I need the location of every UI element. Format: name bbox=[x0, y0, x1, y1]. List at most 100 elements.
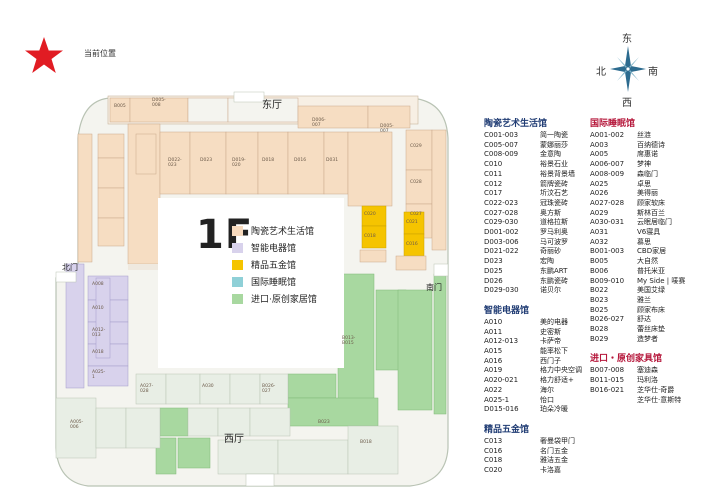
store-name: 罗马利奥 bbox=[540, 228, 568, 237]
east-hall-label: 东厅 bbox=[262, 100, 282, 111]
store-code: C010 bbox=[484, 160, 503, 169]
store-code: B006 bbox=[590, 266, 609, 275]
store-code: B005 bbox=[590, 257, 609, 266]
store-code: A005 bbox=[590, 150, 609, 159]
store-code: A019 bbox=[484, 366, 503, 375]
legend-item: 进口·原创家居馆 bbox=[232, 290, 362, 307]
legend-item: 陶瓷艺术生活馆 bbox=[232, 222, 362, 239]
store-name: 裕景石业 bbox=[540, 160, 568, 169]
store-code: B016-021 bbox=[590, 385, 625, 394]
store-code: A022 bbox=[484, 385, 503, 394]
store-label: A012-013 bbox=[92, 328, 106, 338]
compass-south: 南 bbox=[648, 67, 658, 78]
store-code: C008-009 bbox=[484, 150, 519, 159]
store-name: 梦神 bbox=[637, 160, 651, 169]
store-label: D022-023 bbox=[168, 158, 182, 168]
store-code: A031 bbox=[590, 228, 609, 237]
store-name: 美的电器 bbox=[540, 317, 568, 326]
store-name: 宏陶 bbox=[540, 257, 554, 266]
store-code: A012-013 bbox=[484, 337, 519, 346]
store-name: 东鹏瓷砖 bbox=[540, 276, 568, 285]
directory-row: A003 百纳德诗 bbox=[590, 141, 685, 151]
store-label: B026-027 bbox=[262, 384, 276, 394]
directory-row: D001-002 罗马利奥 bbox=[484, 228, 582, 238]
store-label: A008 bbox=[92, 282, 104, 287]
store-name: My Side | 唛赛 bbox=[637, 276, 686, 285]
store-code: B011-015 bbox=[590, 376, 625, 385]
store-name: 史密斯 bbox=[540, 327, 561, 336]
store-code: A003 bbox=[590, 140, 609, 149]
store-name: 丝涟 bbox=[637, 131, 651, 139]
store-name: 奥方斯 bbox=[540, 208, 561, 217]
store-code: B009-010 bbox=[590, 276, 625, 285]
store-name: 能率松下 bbox=[540, 347, 568, 356]
store-name: 圻汶石艺 bbox=[540, 189, 568, 198]
store-name: 雅洁五金 bbox=[540, 456, 568, 465]
store-label: B013-B015 bbox=[342, 336, 356, 346]
legend: 陶瓷艺术生活馆 智能电器馆 精品五金馆 国际睡眠馆 进口·原创家居馆 bbox=[232, 222, 362, 307]
store-label: D023 bbox=[200, 158, 213, 163]
sleep-title: 国际睡眠馆 bbox=[590, 119, 636, 129]
directory-row: C013 奢曼袋甲门 bbox=[484, 437, 582, 447]
store-name: 雅兰 bbox=[637, 295, 651, 304]
directory-row: A011 史密斯 bbox=[484, 328, 582, 338]
store-name: 裕景背景墙 bbox=[540, 169, 575, 178]
store-code: D001-002 bbox=[484, 228, 519, 237]
store-code: B007-008 bbox=[590, 366, 625, 375]
store-code: C005-007 bbox=[484, 140, 519, 149]
imported-title: 进口・原创家具馆 bbox=[590, 354, 663, 365]
store-code: C022-023 bbox=[484, 198, 519, 207]
compass-north: 北 bbox=[596, 67, 606, 78]
store-code: A008-009 bbox=[590, 169, 625, 178]
store-name: 顾家软床 bbox=[637, 198, 665, 207]
store-code: A027-028 bbox=[590, 198, 625, 207]
store-code: D023 bbox=[484, 257, 503, 266]
store-code: C013 bbox=[484, 436, 503, 445]
store-name: 诺贝尔 bbox=[540, 286, 561, 295]
store-name: 箭牌瓷砖 bbox=[540, 179, 568, 188]
store-code: C001-003 bbox=[484, 131, 519, 139]
store-name: 奢曼袋甲门 bbox=[540, 436, 575, 445]
store-label: A010 bbox=[92, 306, 104, 311]
store-name: 格力舒适+ bbox=[540, 376, 574, 385]
west-hall-label: 西厅 bbox=[224, 434, 244, 445]
store-name: 美得丽 bbox=[637, 189, 658, 198]
compass: 东 北 南 西 bbox=[594, 30, 660, 109]
store-name: 舒达 bbox=[637, 315, 651, 324]
store-name: 造梦者 bbox=[637, 334, 658, 343]
store-label: C020 bbox=[364, 212, 376, 217]
store-code: D029-030 bbox=[484, 286, 519, 295]
store-name: 简一陶瓷 bbox=[540, 131, 568, 139]
store-name: 百纳德诗 bbox=[637, 140, 665, 149]
legend-item: 精品五金馆 bbox=[232, 256, 362, 273]
store-name: 珀朵冷暖 bbox=[540, 405, 568, 414]
store-code: A025 bbox=[590, 179, 609, 188]
store-name: 道格拉斯 bbox=[540, 218, 568, 227]
store-label: D005-007 bbox=[380, 124, 394, 134]
store-code: A011 bbox=[484, 327, 503, 336]
directory-row: D029-030 诺贝尔 bbox=[484, 286, 582, 296]
current-location-label: 当前位置 bbox=[84, 49, 116, 58]
store-label: A025-1 bbox=[92, 370, 106, 380]
store-label: C027 bbox=[410, 212, 422, 217]
compass-west: 西 bbox=[622, 98, 632, 109]
